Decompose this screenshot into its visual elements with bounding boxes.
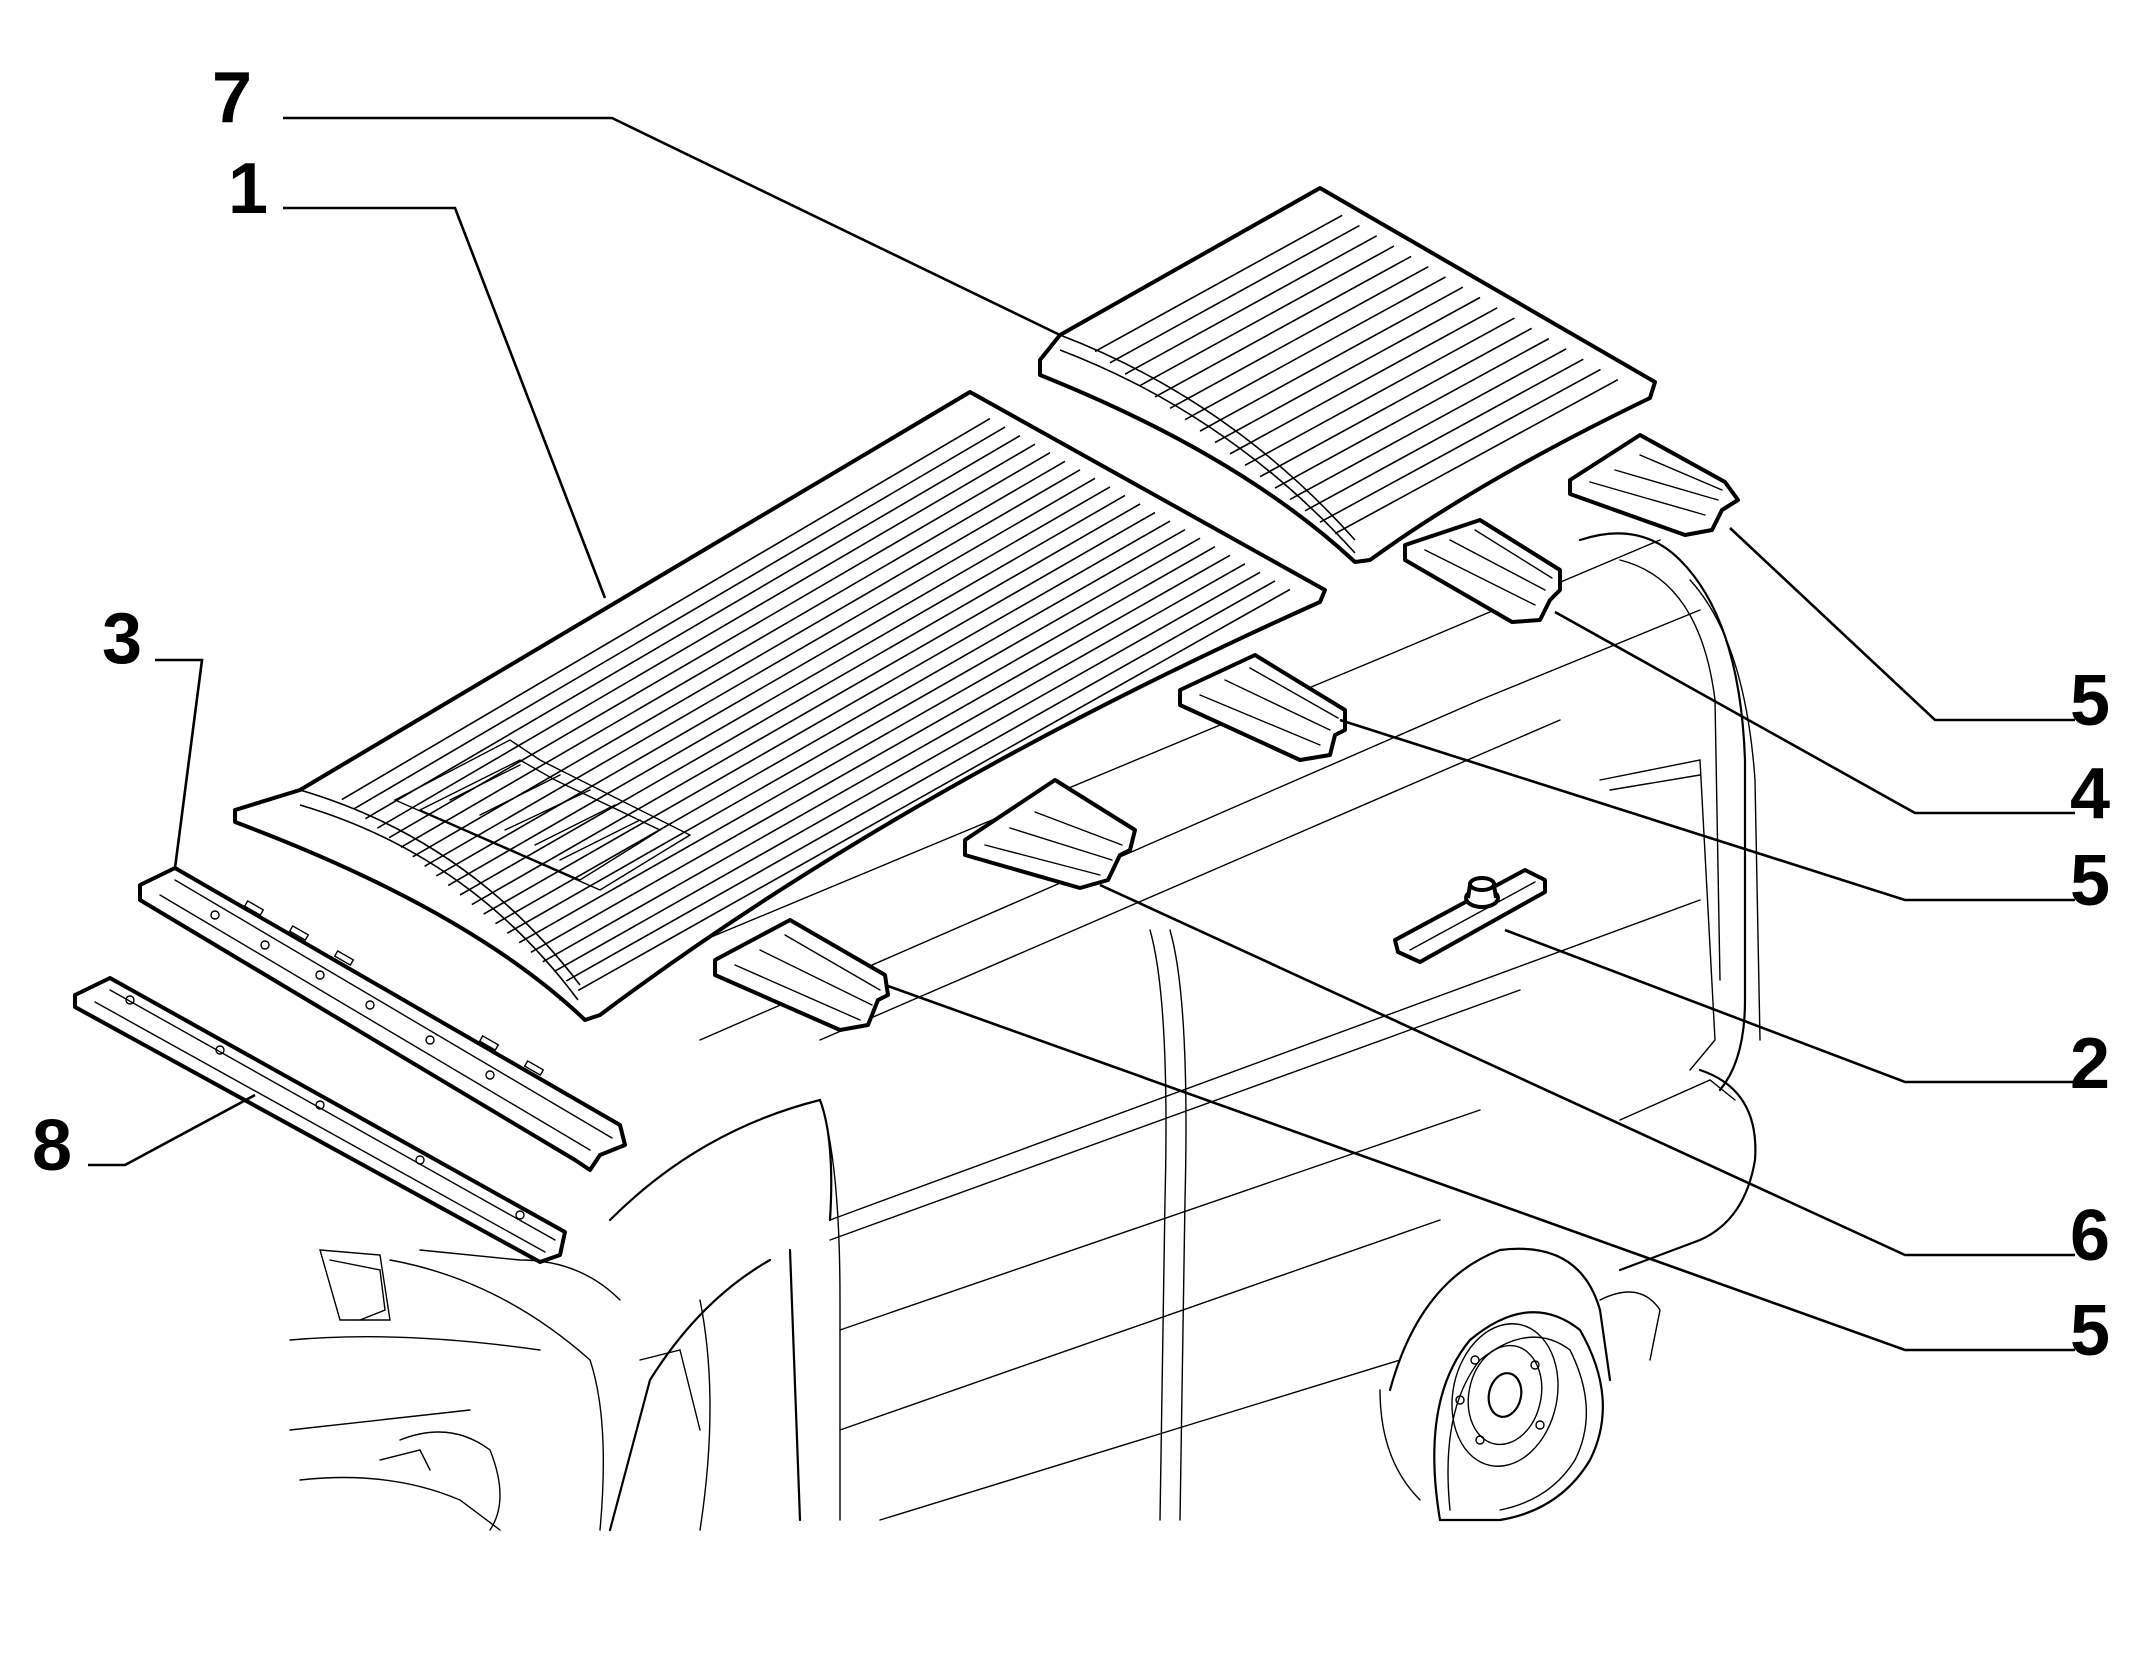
roof-rib [506, 537, 1201, 934]
leader-5a [1729, 527, 2075, 722]
callout-8: 8 [32, 1106, 72, 1186]
callout-2: 2 [2070, 1024, 2110, 1104]
leader-8 [88, 1093, 256, 1167]
roof-rib [1154, 255, 1412, 398]
roof-rib [518, 546, 1216, 944]
roof-rib [1199, 286, 1464, 432]
callout-labels: 7 1 3 8 5 4 5 2 6 5 [32, 58, 2110, 1371]
part-2-antenna-bracket [1393, 868, 1547, 964]
roof-rib [554, 571, 1261, 973]
leader-lines [88, 116, 2075, 1352]
callout-3: 3 [102, 599, 142, 679]
leader-5b [1339, 718, 2075, 902]
roof-rib [459, 503, 1141, 896]
roof-rib [400, 460, 1066, 848]
roof-rib [530, 554, 1231, 953]
roof-bow-6 [963, 778, 1137, 890]
roof-rib [1304, 358, 1584, 512]
roof-rib [1289, 348, 1567, 501]
roof-rib [1094, 214, 1343, 353]
roof-rib [1274, 337, 1550, 489]
roof-bow-5-front [713, 918, 890, 1032]
leader-5c [884, 983, 2075, 1352]
leader-3 [155, 658, 204, 869]
leader-7 [283, 116, 1061, 337]
roof-rib [365, 434, 1021, 820]
part-7-rear-roof-panel [1038, 186, 1657, 564]
roof-rib [435, 486, 1111, 877]
roof-rib [565, 580, 1276, 982]
roof-rib [1124, 235, 1378, 375]
roof-rib [495, 528, 1186, 925]
roof-rib [1184, 276, 1446, 421]
leader-2 [1504, 928, 2075, 1084]
roof-bow-4 [1403, 518, 1562, 624]
van-body-outline [289, 532, 1761, 1532]
roof-rib [542, 563, 1246, 963]
roof-1-ribs [341, 417, 1291, 992]
roof-rib [1109, 224, 1360, 364]
roof-rib [424, 477, 1096, 868]
roof-rib [1244, 317, 1515, 466]
roof-rib [341, 417, 991, 801]
callout-5-top: 5 [2070, 661, 2110, 741]
roof-rib [1319, 368, 1601, 523]
roof-rib [447, 494, 1126, 887]
leader-6 [1099, 883, 2075, 1257]
part-3-roof-side-rail [138, 866, 627, 1172]
callout-4: 4 [2070, 754, 2110, 834]
callout-5-middle: 5 [2070, 841, 2110, 921]
leader-1 [283, 206, 607, 599]
roof-bow-5-middle [1178, 653, 1347, 762]
roof-rib [1259, 327, 1533, 478]
roof-rib [471, 511, 1156, 906]
roof-rib [1214, 296, 1481, 444]
roof-rib [1169, 265, 1429, 410]
callout-6: 6 [2070, 1196, 2110, 1276]
roof-rib [376, 443, 1036, 829]
part-1-roof-panel [233, 390, 1327, 1022]
roof-bows [713, 433, 1740, 1032]
roof-rib [483, 520, 1171, 915]
callout-1: 1 [228, 149, 268, 229]
callout-5-bottom: 5 [2070, 1291, 2110, 1371]
roof-7-ribs [1094, 214, 1619, 535]
callout-7: 7 [212, 58, 252, 138]
part-8-lower-rail [73, 976, 567, 1264]
leader-4 [1554, 610, 2075, 815]
roof-rib [1139, 245, 1395, 387]
roof-rib [353, 426, 1006, 810]
roof-rib [1229, 307, 1498, 455]
roof-rib [388, 452, 1051, 839]
roof-rib [1334, 379, 1619, 535]
roof-bow-5-rear [1568, 433, 1740, 537]
roof-rib [577, 588, 1291, 992]
